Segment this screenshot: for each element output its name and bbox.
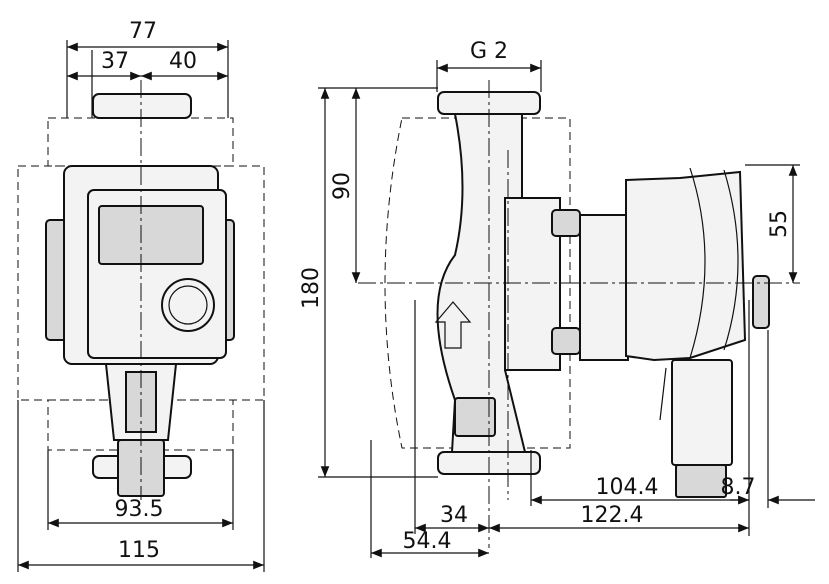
side-clamp-lower: [551, 327, 581, 355]
dim-label-180: 180: [299, 267, 324, 309]
side-cable: [659, 367, 667, 421]
side-motor-neck: [579, 214, 629, 361]
dim-label-37: 37: [101, 49, 129, 74]
dim-label-40: 40: [169, 49, 197, 74]
front-control-knob-inner: [168, 285, 208, 325]
side-view: G 2 180 90 55 104.4 8.7 122.4 34 54.4: [299, 39, 815, 558]
side-connector: [671, 359, 733, 466]
front-display: [98, 205, 204, 265]
dim-label-93-5: 93.5: [115, 497, 164, 522]
side-motor-housing: [504, 197, 561, 371]
dim-label-104-4: 104.4: [596, 475, 659, 500]
side-outline-dashed: [384, 117, 571, 449]
side-connector-plug: [675, 464, 727, 498]
side-vent-screw: [752, 275, 770, 329]
dim-label-55: 55: [767, 210, 792, 238]
front-control-knob: [161, 278, 215, 332]
front-view: 77 37 40 93.5 115: [17, 19, 265, 572]
dim-label-77: 77: [129, 19, 157, 44]
dim-label-8-7: 8.7: [721, 475, 756, 500]
dim-label-34: 34: [440, 503, 468, 528]
front-top-flange: [92, 93, 192, 119]
side-lower-window: [454, 397, 496, 437]
dim-label-115: 115: [118, 538, 160, 563]
side-motor-cap: [689, 167, 706, 359]
side-motor-head: [625, 170, 747, 362]
side-flow-arrow: [434, 301, 472, 349]
dim-label-122-4: 122.4: [581, 503, 644, 528]
dim-label-54-4: 54.4: [403, 529, 452, 554]
dim-label-90: 90: [330, 172, 355, 200]
side-clamp-upper: [551, 209, 581, 237]
side-motor-cap-outer: [723, 169, 739, 351]
dim-label-g2: G 2: [470, 39, 508, 64]
